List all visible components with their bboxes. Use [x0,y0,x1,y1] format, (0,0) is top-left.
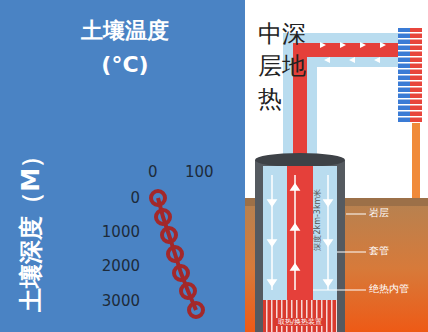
chart-panel [0,0,245,332]
part-label: 绝热内管 [369,283,409,295]
exchanger-red [410,28,422,123]
outer-pipe [300,50,398,170]
well-top [255,153,345,167]
heat-coil [263,300,337,332]
inner-pipe [300,50,398,170]
heading: 中深层地热 [258,18,310,115]
depth-tick: 0 [78,190,140,207]
axis-tick: 0 [148,164,158,181]
part-label: 岩层 [369,207,389,219]
depth-note: 深度2km-3km米 [313,187,322,253]
exchanger-pipe [412,123,420,198]
temperature-curve [151,191,203,317]
depth-tick: 1000 [78,224,140,241]
depth-tick: 2000 [78,258,140,275]
depth-tick: 3000 [78,293,140,310]
exchanger-blue [398,28,410,123]
axis-title: 土壤深度（M） [18,144,46,312]
well-arrows [268,175,332,290]
chart-title: 土壤温度 (°C) [60,14,190,82]
part-label: 取热/换热装置 [276,318,324,326]
insulated-inner-pipe [287,166,313,300]
outer-annulus [263,166,337,300]
flow-arrows [320,42,386,63]
well-casing [255,160,345,332]
part-label: 套管 [369,245,389,257]
axis-tick: 100 [185,164,214,181]
